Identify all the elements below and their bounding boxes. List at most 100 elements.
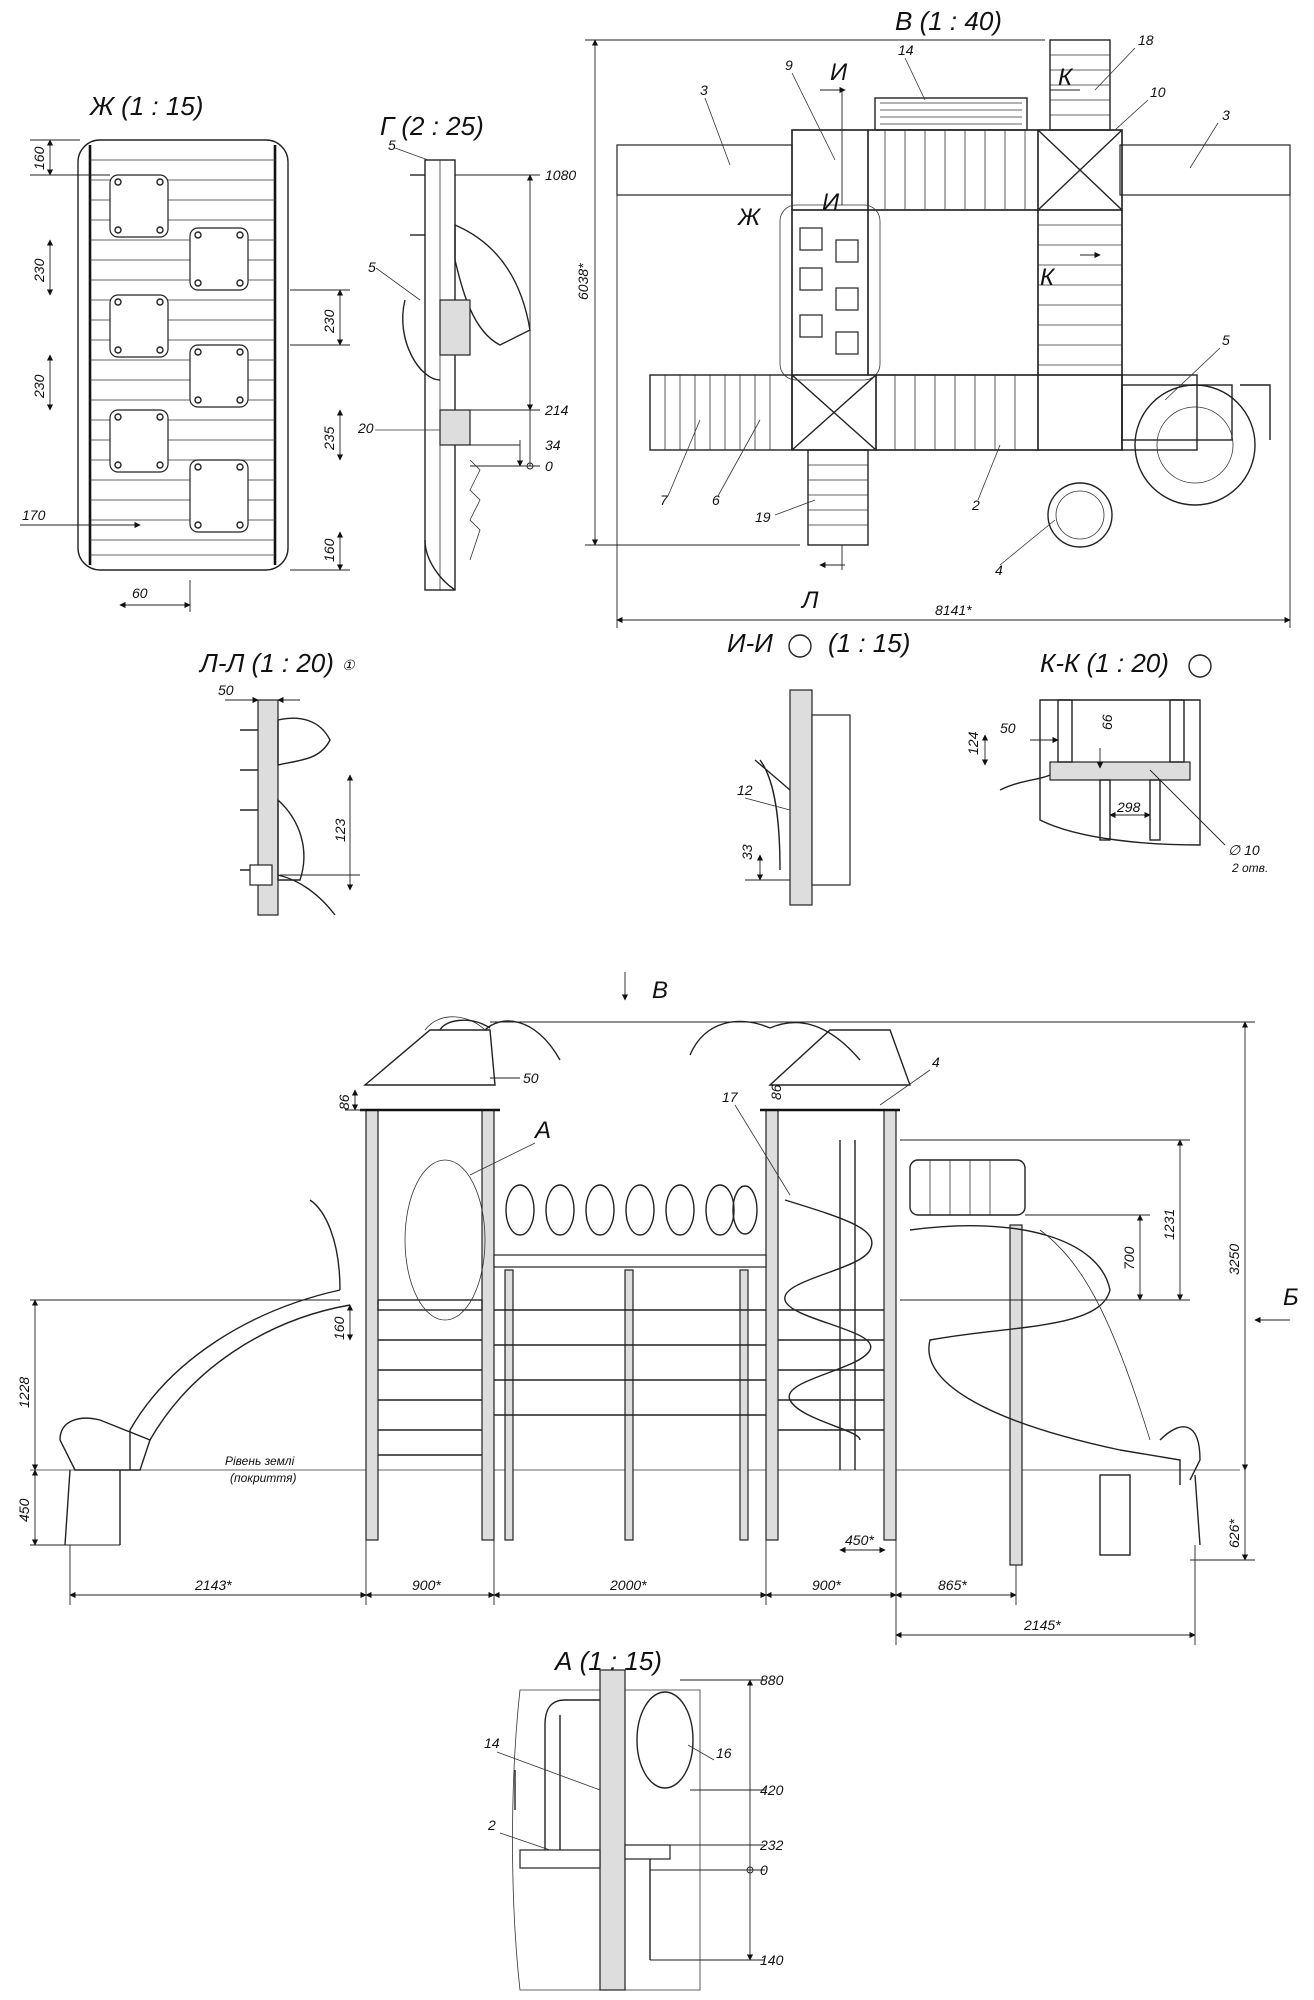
kk-dim-298: 298 [1116,799,1141,815]
leaf-panel [505,1184,758,1236]
v-part-7: 7 [660,492,669,508]
v-part-10: 10 [1150,84,1166,100]
view-v-plan: В (1 : 40) [575,6,1291,628]
view-zh-title: Ж (1 : 15) [88,91,203,121]
v-dim-6038: 6038* [575,263,591,300]
zh-dim-60: 60 [132,585,148,601]
g-slide-profile [454,223,531,346]
v-part-9: 9 [785,57,793,73]
g-part-5b: 5 [368,259,376,275]
v-beam-right [1119,144,1291,196]
zh-dim-230b: 230 [31,374,47,399]
ii-part-12: 12 [737,782,753,798]
front-vertical-dims [30,1021,1255,1561]
kk-dim-holes: 2 отв. [1231,861,1268,875]
front-horizontal-dims [69,1540,1196,1645]
g-dim-0: 0 [545,458,553,474]
ll-dim-123: 123 [332,818,348,842]
view-zh: Ж (1 : 15) [20,91,350,612]
detail-circle-a [404,1159,486,1321]
v-marker-k-top: К [1058,64,1074,91]
v-part-5: 5 [1222,332,1230,348]
view-g-title: Г (2 : 25) [380,111,484,141]
zh-dim-230a: 230 [31,258,47,283]
v-marker-k-mid: К [1040,264,1056,291]
g-dim-34: 34 [545,437,561,453]
v-loop-4 [1047,482,1113,548]
view-kk: К-К (1 : 20) 124 50 66 298 ∅ 10 2 отв. [965,648,1268,875]
a-dim-420: 420 [760,1782,784,1798]
zh-dim-160a: 160 [31,146,47,170]
v-marker-l: Л [800,587,819,614]
v-dim-8141: 8141* [935,602,972,618]
front-part-4: 4 [932,1054,940,1070]
front-dim-50: 50 [523,1070,539,1086]
front-marker-b: В [652,977,668,1004]
front-dim-450: 450 [16,1498,32,1522]
g-dim-214: 214 [544,402,569,418]
view-ii: И-И (1 : 15) 12 33 [727,628,910,906]
v-marker-i-mid: И [822,189,840,216]
roof-right [768,1029,911,1086]
kk-dim-d10: ∅ 10 [1228,842,1260,858]
front-dim-900b: 900* [812,1577,841,1593]
view-v-title: В (1 : 40) [895,6,1002,36]
v-part-19: 19 [755,509,771,525]
roof-left [363,1029,496,1086]
g-part-20: 20 [357,420,374,436]
v-part-4: 4 [995,562,1003,578]
front-part-17: 17 [722,1089,739,1105]
front-dim-86b: 86 [768,1084,784,1100]
front-dim-2145: 2145* [1023,1617,1061,1633]
palm-leaf-left [484,1020,561,1061]
v-ladder-19 [807,449,869,546]
front-dim-2143: 2143* [194,1577,232,1593]
spiral-pole-17 [784,1199,873,1441]
a-part-2: 2 [487,1817,496,1833]
kk-dim-66: 66 [1099,714,1115,730]
ll-dim-50: 50 [218,682,234,698]
front-dim-626: 626* [1226,1519,1242,1548]
slide-right-hood [909,1159,1026,1216]
g-dimensions [455,174,540,470]
front-dim-450b: 450* [845,1532,874,1548]
a-leaf-16 [636,1691,694,1789]
v-part-3a: 3 [700,82,708,98]
zh-dim-160b: 160 [321,538,337,562]
v-wall-zh [791,209,869,376]
zh-dimensions [20,139,350,612]
a-dimensions [650,1679,765,1961]
front-dim-1231: 1231 [1161,1209,1177,1240]
front-elevation: В Б [16,972,1299,1645]
ll-circle-marker: ① [342,657,356,673]
v-part-14: 14 [898,42,914,58]
a-part-14: 14 [484,1735,500,1751]
view-ll: Л-Л (1 : 20) ① 50 123 [198,648,360,916]
front-dim-865: 865* [938,1577,967,1593]
front-marker-a: А [533,1117,551,1144]
view-ii-title: И-И [727,628,773,658]
v-slide-5 [1121,384,1233,441]
ground-cover-label: (покриття) [230,1471,297,1485]
zh-dim-230r: 230 [321,309,337,334]
ii-dim-33: 33 [739,844,755,860]
a-dim-232: 232 [759,1837,784,1853]
v-part-3b: 3 [1222,107,1230,123]
v-beam-left [616,144,793,196]
front-dim-2000: 2000* [609,1577,647,1593]
ground-level-label: Рівень землі [225,1454,295,1468]
view-kk-title: К-К (1 : 20) [1040,648,1169,678]
v-net-7 [649,374,793,451]
v-marker-i-top: И [830,59,848,86]
front-dim-700: 700 [1121,1246,1137,1270]
palm-leaf-right [689,1020,771,1056]
v-part-2: 2 [971,497,980,513]
front-dim-160: 160 [331,1316,347,1340]
g-dim-1080: 1080 [545,167,576,183]
kk-dim-124: 124 [965,731,981,755]
view-a: А (1 : 15) 880 420 232 0 140 14 16 2 [484,1646,784,1991]
zh-holds [109,174,249,533]
zh-panel-outline [77,139,289,571]
a-part-16: 16 [716,1745,732,1761]
